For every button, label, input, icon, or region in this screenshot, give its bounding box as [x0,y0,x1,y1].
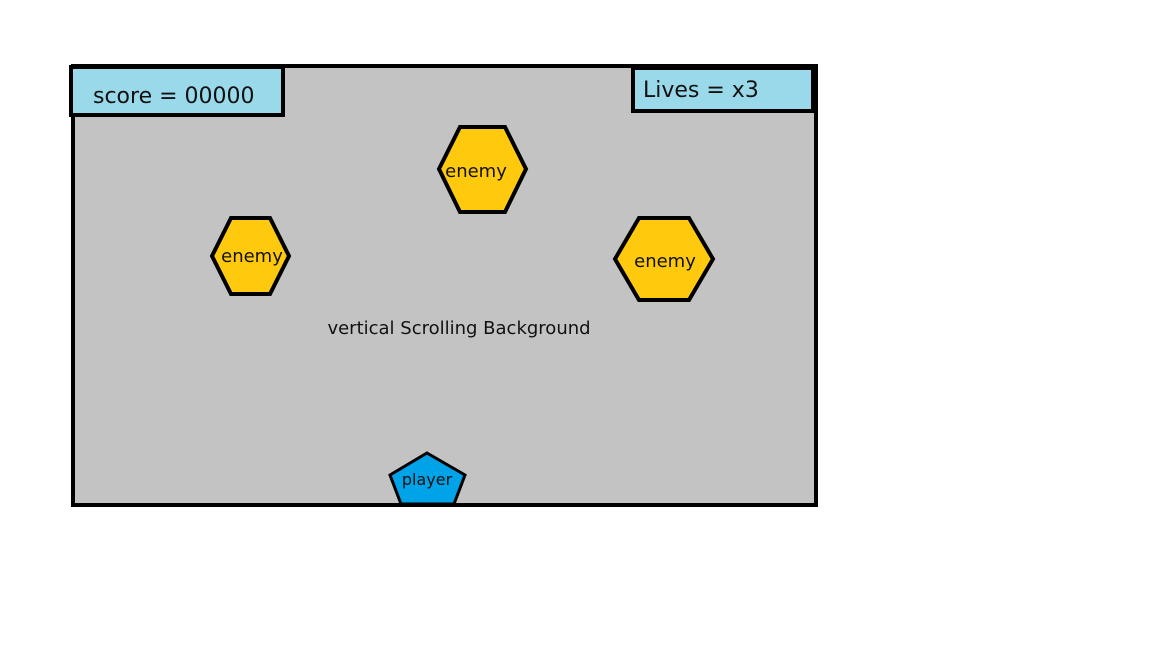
playfield [71,64,818,507]
enemy: enemy [612,216,716,302]
enemy: enemy [436,125,529,214]
enemy-label: enemy [445,161,507,182]
background-label: vertical Scrolling Background [327,318,590,339]
enemy-label: enemy [221,246,283,267]
enemy: enemy [209,216,292,296]
player-pentagon [388,451,467,506]
enemy-label: enemy [634,251,696,272]
score-box [69,65,285,117]
enemy-hexagon [209,216,292,296]
score-panel: score = 00000 [69,65,285,117]
lives-box [631,66,815,113]
player-label: player [402,470,453,489]
score-text: score = 00000 [93,84,255,109]
player: player [388,451,467,506]
lives-text: Lives = x3 [643,78,759,103]
lives-panel: Lives = x3 [631,66,815,113]
enemy-hexagon [612,216,716,302]
enemy-hexagon [436,125,529,214]
